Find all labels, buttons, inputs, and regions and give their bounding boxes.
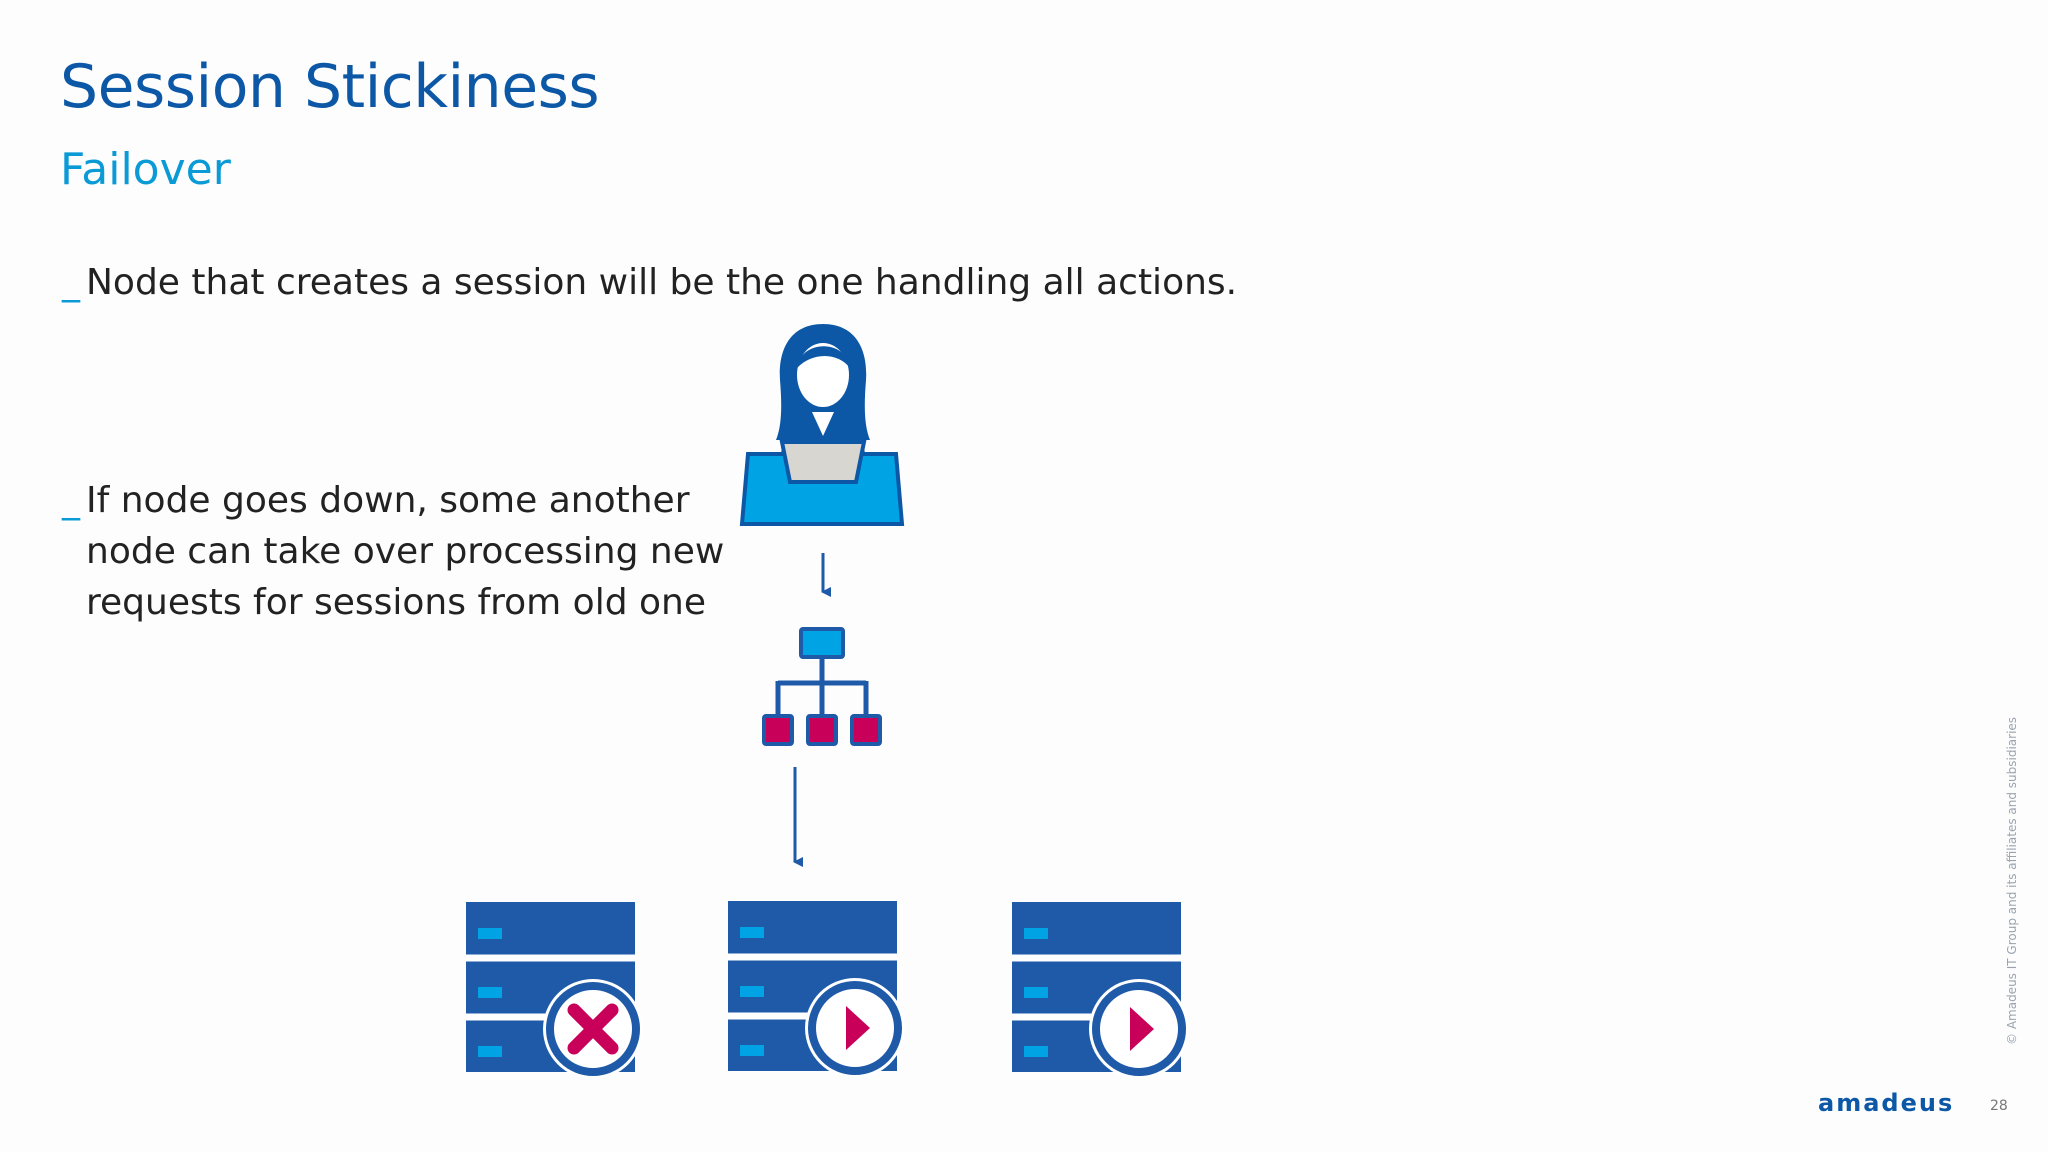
load-balancer-icon: [762, 627, 882, 746]
slide-title: Session Stickiness: [60, 52, 600, 122]
bullet-item: _ Node that creates a session will be th…: [62, 257, 1238, 308]
server-active-icon: [1012, 902, 1189, 1079]
amadeus-logo: amadeus: [1818, 1089, 1955, 1117]
bullet-item: _ If node goes down, some another node c…: [62, 475, 726, 628]
bullet-text-line: node can take over processing new: [86, 531, 725, 572]
user-at-laptop-icon: [739, 324, 905, 526]
bullet-text-line: If node goes down, some another: [86, 480, 690, 521]
bullet-text: Node that creates a session will be the …: [86, 262, 1238, 303]
bullet-text-line: requests for sessions from old one: [86, 582, 706, 623]
copyright-notice: © Amadeus IT Group and its affiliates an…: [2005, 716, 2019, 1045]
slide-subtitle: Failover: [60, 144, 231, 195]
server-failed-icon: [466, 902, 643, 1079]
page-number: 28: [1990, 1098, 2008, 1114]
server-active-icon: [728, 901, 905, 1078]
bullet-marker: _: [62, 480, 80, 521]
bullet-marker: _: [62, 262, 80, 303]
